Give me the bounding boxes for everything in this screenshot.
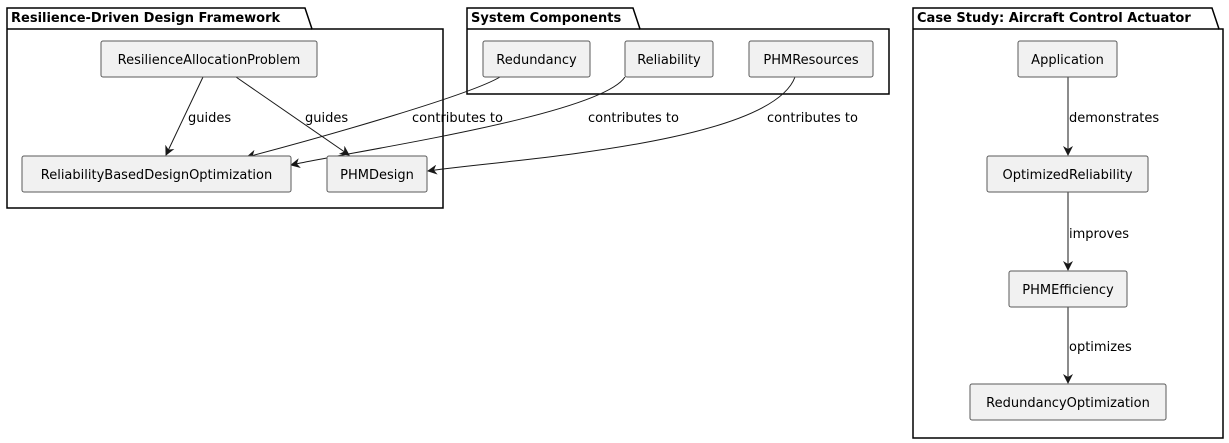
node-phm-design[interactable]: PHMDesign: [326, 155, 428, 193]
package-frame: [912, 7, 1224, 439]
node-phm-efficiency[interactable]: PHMEfficiency: [1008, 270, 1128, 308]
edge-label: contributes to: [588, 111, 679, 126]
edge-guides-rbdo: guides: [165, 76, 231, 156]
node-label: Reliability: [637, 53, 701, 68]
package-system-components: System Components: [466, 7, 890, 95]
node-phm-resources[interactable]: PHMResources: [748, 40, 874, 78]
edge-optimizes: optimizes: [1063, 307, 1132, 384]
node-label: Application: [1031, 53, 1104, 68]
node-label: RedundancyOptimization: [986, 396, 1150, 411]
edge-label: improves: [1069, 227, 1129, 242]
package-title: System Components: [471, 11, 621, 26]
package-frame: [466, 7, 890, 95]
nodes: ResilienceAllocationProblem ReliabilityB…: [21, 40, 1167, 421]
package-title: Case Study: Aircraft Control Actuator: [917, 11, 1191, 26]
node-optimized-reliability[interactable]: OptimizedReliability: [986, 155, 1149, 193]
node-redundancy[interactable]: Redundancy: [482, 40, 591, 78]
node-resilience-allocation-problem[interactable]: ResilienceAllocationProblem: [100, 40, 318, 78]
node-redundancy-optimization[interactable]: RedundancyOptimization: [969, 383, 1167, 421]
node-reliability[interactable]: Reliability: [624, 40, 714, 78]
node-reliability-based-design-optimization[interactable]: ReliabilityBasedDesignOptimization: [21, 155, 292, 193]
edge-line: [290, 76, 626, 168]
edge-phmresources-contributes: contributes to: [427, 76, 858, 175]
edge-demonstrates: demonstrates: [1063, 77, 1159, 156]
edge-label: contributes to: [767, 111, 858, 126]
edge-label: guides: [188, 111, 231, 126]
node-label: PHMDesign: [340, 168, 414, 183]
edge-line: [246, 76, 501, 160]
package-title: Resilience-Driven Design Framework: [11, 11, 280, 26]
package-resilience-framework: Resilience-Driven Design Framework: [6, 7, 444, 209]
edge-guides-phmdesign: guides: [235, 76, 350, 156]
edge-line: [165, 76, 204, 156]
edge-label: guides: [305, 111, 348, 126]
node-label: Redundancy: [496, 53, 577, 68]
node-label: PHMEfficiency: [1022, 283, 1114, 298]
node-application[interactable]: Application: [1017, 40, 1118, 78]
edge-label: optimizes: [1069, 340, 1132, 355]
edge-improves: improves: [1063, 192, 1129, 271]
edges: guides guides contributes to contributes…: [165, 76, 1159, 384]
node-label: ResilienceAllocationProblem: [118, 53, 301, 68]
edge-line: [427, 76, 796, 175]
edge-label: demonstrates: [1069, 111, 1159, 126]
edge-redundancy-contributes: contributes to: [246, 76, 503, 160]
edge-line: [235, 76, 350, 156]
node-label: ReliabilityBasedDesignOptimization: [41, 168, 272, 183]
node-label: OptimizedReliability: [1002, 168, 1132, 183]
package-case-study: Case Study: Aircraft Control Actuator: [912, 7, 1224, 439]
edge-label: contributes to: [412, 111, 503, 126]
node-label: PHMResources: [763, 53, 858, 68]
edge-reliability-contributes: contributes to: [290, 76, 679, 168]
package-frame: [6, 7, 444, 209]
